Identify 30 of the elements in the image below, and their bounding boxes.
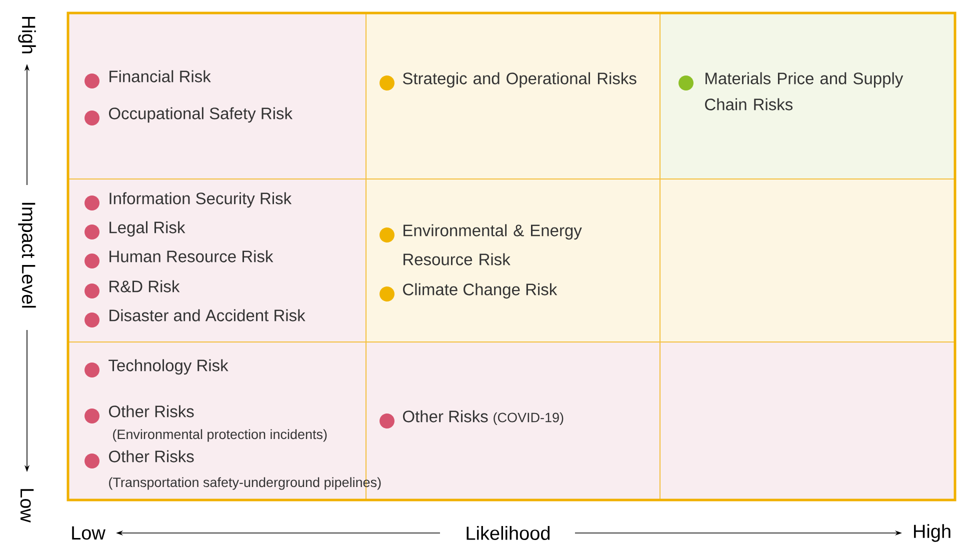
risk-note: (COVID-19) xyxy=(494,412,564,425)
risk-label: Financial Risk xyxy=(110,70,211,82)
risk-label: Strategic and Operational Risks xyxy=(402,72,636,88)
risk-note: (Environmental protection incidents) xyxy=(113,429,327,442)
matrix-cell xyxy=(366,178,660,342)
risk-label: Environmental & Energy Resource Risk xyxy=(404,224,582,266)
risk-label: Disaster and Accident Risk xyxy=(110,309,306,322)
risk-label: Occupational Safety Risk xyxy=(108,107,293,123)
risk-label: Legal Risk xyxy=(110,221,186,237)
risk-label: R&D Risk xyxy=(110,280,180,292)
axis-label: Likelihood xyxy=(466,526,550,540)
matrix-cell xyxy=(660,178,956,342)
risk-label: Climate Change Risk xyxy=(403,283,558,299)
risk-label: Information Security Risk xyxy=(110,192,292,208)
risk-label: Human Resource Risk xyxy=(110,250,274,262)
axis-label: High xyxy=(914,524,950,542)
axis-label: Low xyxy=(20,489,34,522)
matrix-cell xyxy=(660,342,956,500)
axis-label: High xyxy=(18,17,36,54)
matrix-cell xyxy=(68,12,366,180)
risk-label: Other Risks xyxy=(108,450,194,462)
axis-label: Impact Level xyxy=(18,202,36,308)
risk-label: Other Risks xyxy=(108,405,194,418)
axis-label: Low xyxy=(72,526,106,540)
risk-label: Materials Price and Supply Chain Risks xyxy=(705,72,904,110)
matrix-cell xyxy=(660,12,956,180)
matrix-cell xyxy=(366,12,660,180)
risk-label: Technology Risk xyxy=(108,359,228,375)
matrix-cell xyxy=(68,178,366,342)
risk-label: Other Risks xyxy=(403,410,488,422)
